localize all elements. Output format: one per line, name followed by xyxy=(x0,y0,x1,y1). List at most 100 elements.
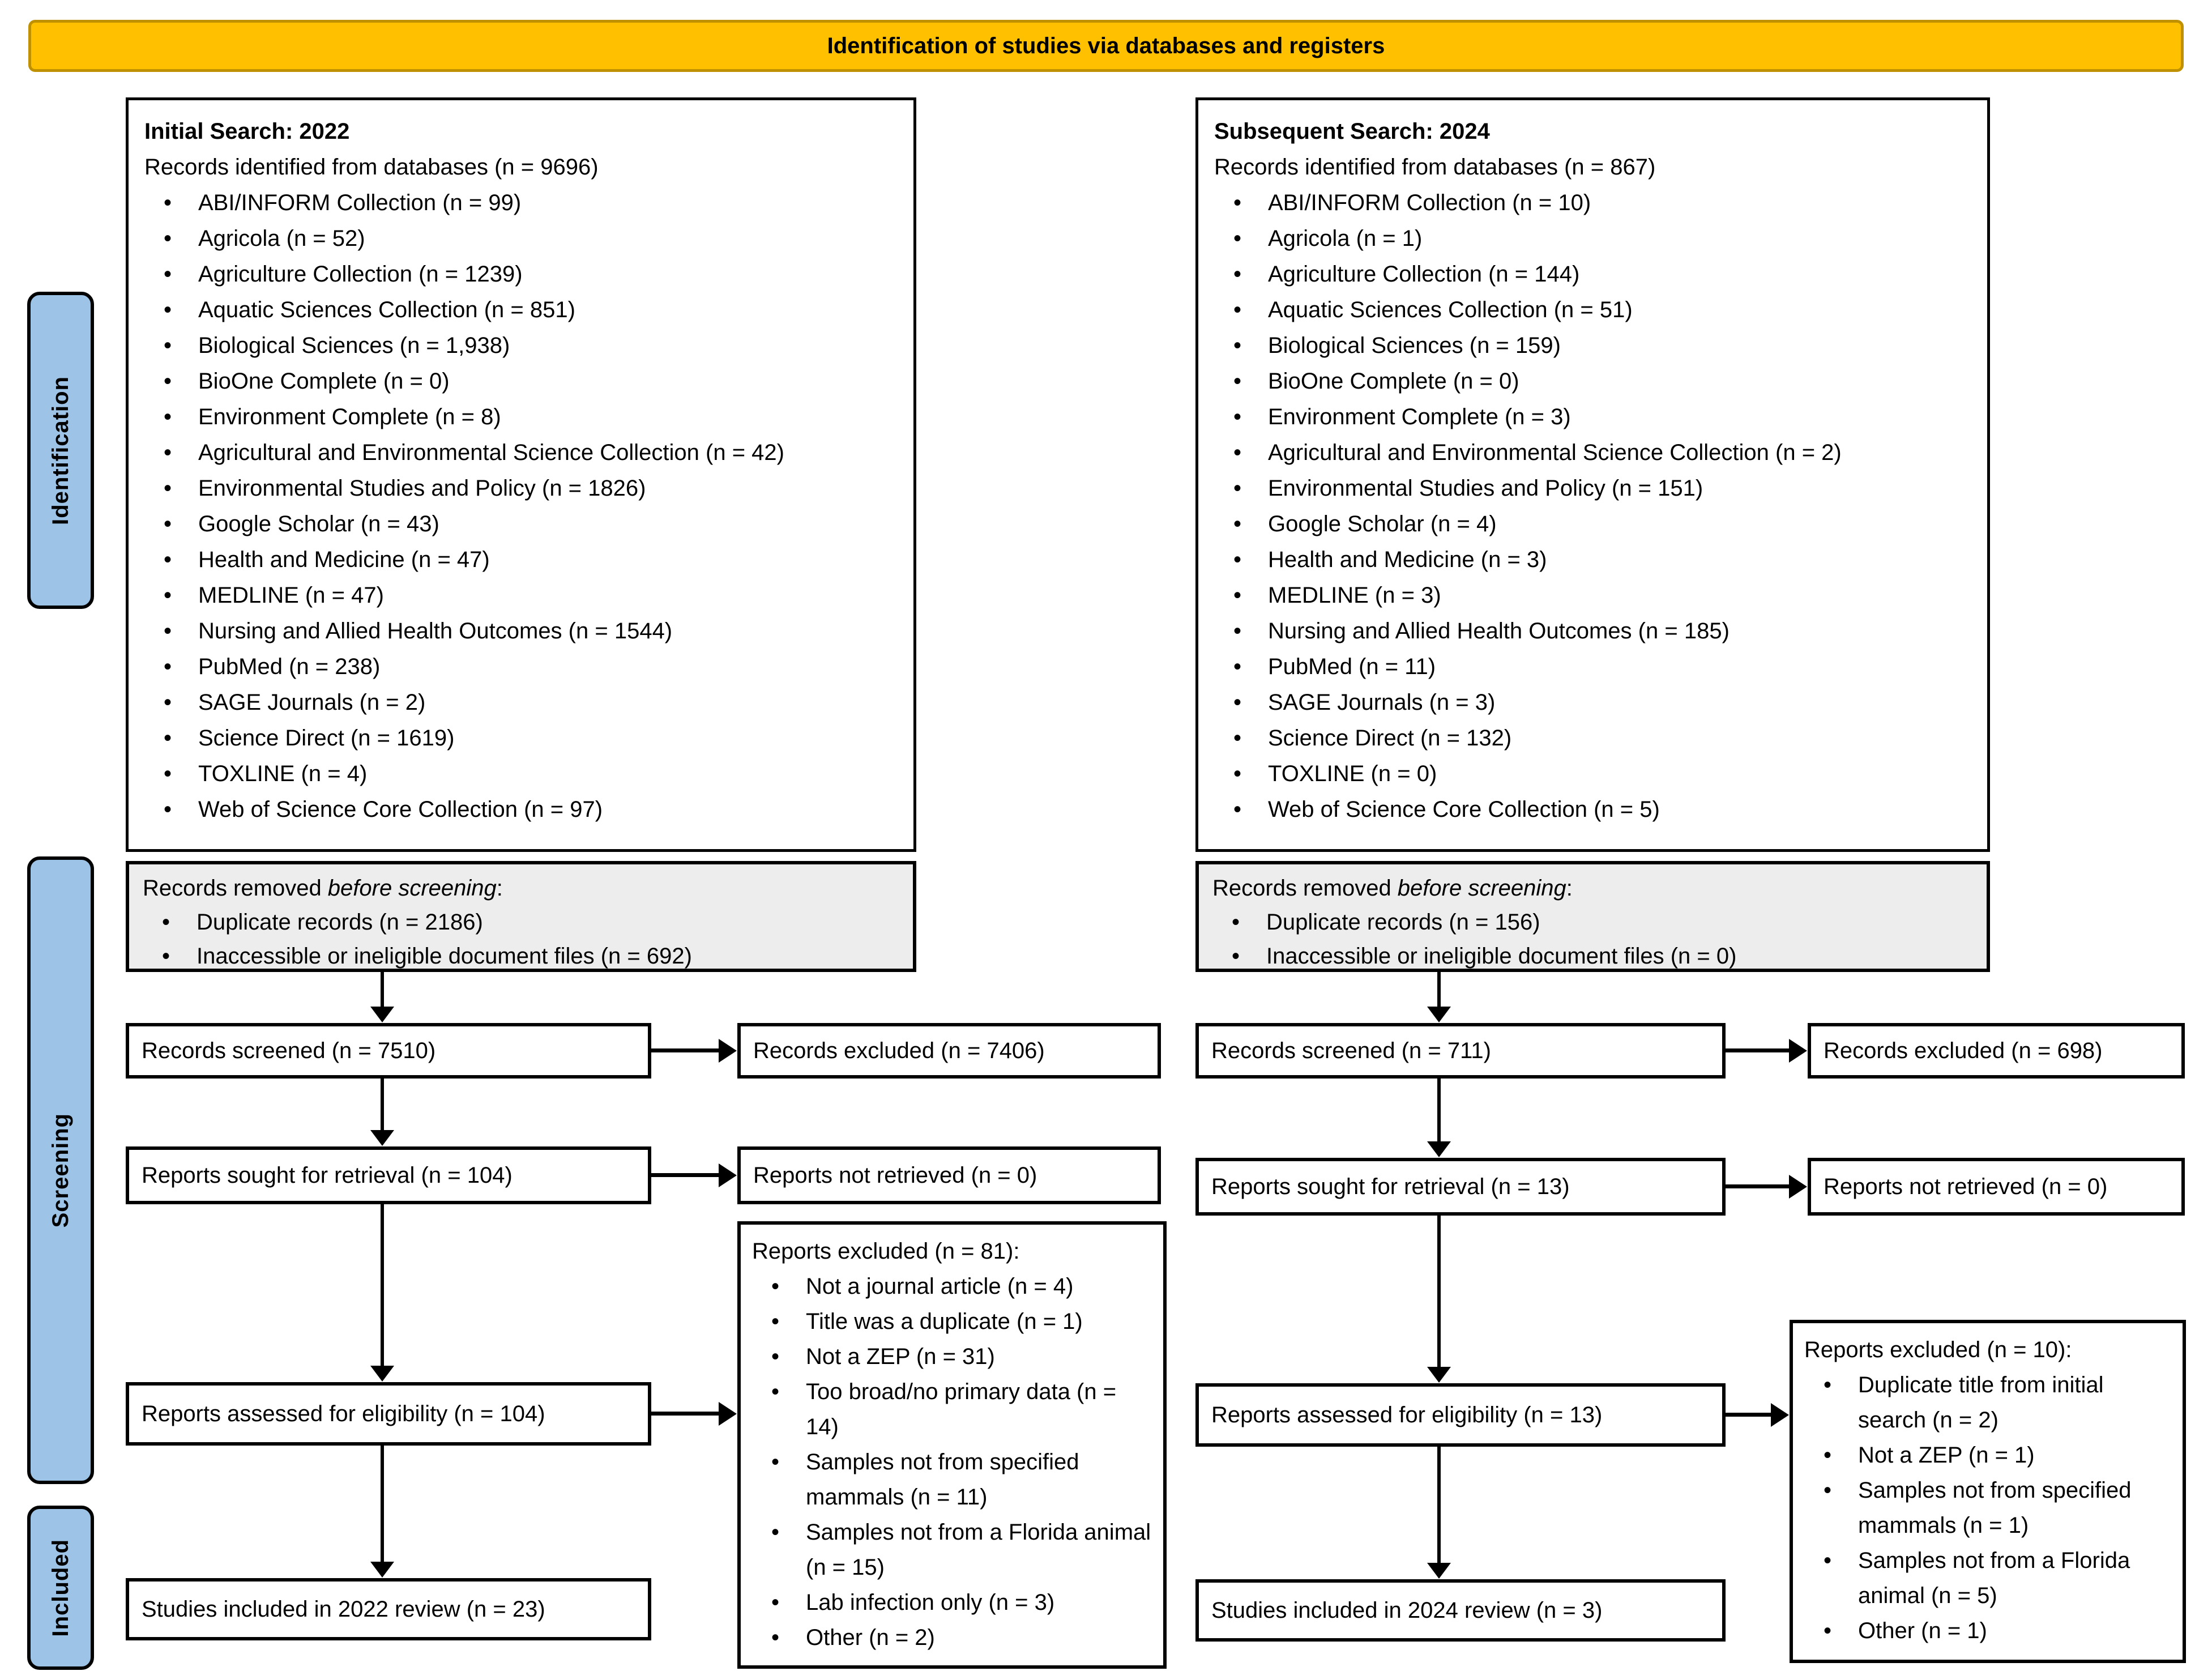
right-arrow-screened-to-excluded-2022 xyxy=(651,1048,719,1052)
list-item: Other (n = 1) xyxy=(1804,1613,2171,1648)
studies-included-text-2022: Studies included in 2022 review (n = 23) xyxy=(142,1597,545,1622)
stage-label-identification-text: Identification xyxy=(48,376,73,525)
list-item: SAGE Journals (n = 3) xyxy=(1214,685,1971,721)
list-item: Title was a duplicate (n = 1) xyxy=(752,1304,1152,1339)
list-item: Samples not from specified mammals (n = … xyxy=(752,1444,1152,1515)
list-item: Not a ZEP (n = 1) xyxy=(1804,1438,2171,1473)
list-item: Lab infection only (n = 3) xyxy=(752,1585,1152,1620)
list-item: Samples not from specified mammals (n = … xyxy=(1804,1473,2171,1543)
identified-records-box-2022: Initial Search: 2022 Records identified … xyxy=(126,97,916,852)
reports-excluded-box-2022: Reports excluded (n = 81): Not a journal… xyxy=(737,1221,1167,1669)
down-arrow-screened-to-sought-2022 xyxy=(381,1079,384,1131)
list-item: Too broad/no primary data (n = 14) xyxy=(752,1374,1152,1444)
database-source-list-2024: ABI/INFORM Collection (n = 10)Agricola (… xyxy=(1214,185,1971,828)
right-arrow-sought-to-not-retrieved-2022 xyxy=(651,1173,719,1177)
records-screened-box-2024: Records screened (n = 711) xyxy=(1195,1023,1726,1079)
records-removed-box-2024: Records removed before screening: Duplic… xyxy=(1195,861,1990,973)
down-arrow-removed-to-screened-2022 xyxy=(381,972,384,1007)
reports-excluded-box-2024: Reports excluded (n = 10): Duplicate tit… xyxy=(1790,1320,2186,1663)
list-item: Biological Sciences (n = 1,938) xyxy=(144,328,898,364)
identified-records-box-2024: Subsequent Search: 2024 Records identifi… xyxy=(1195,97,1990,852)
reports-excluded-list-2024: Duplicate title from initial search (n =… xyxy=(1804,1367,2171,1648)
list-item: Nursing and Allied Health Outcomes (n = … xyxy=(144,613,898,649)
reports-assessed-text-2024: Reports assessed for eligibility (n = 13… xyxy=(1211,1403,1603,1427)
list-item: Google Scholar (n = 4) xyxy=(1214,506,1971,542)
banner-title: Identification of studies via databases … xyxy=(827,33,1385,58)
list-item: Agricultural and Environmental Science C… xyxy=(1214,435,1971,471)
list-item: Google Scholar (n = 43) xyxy=(144,506,898,542)
list-item: PubMed (n = 238) xyxy=(144,649,898,685)
reports-not-retrieved-box-2024: Reports not retrieved (n = 0) xyxy=(1808,1158,2185,1216)
records-removed-list-2024: Duplicate records (n = 156)Inaccessible … xyxy=(1212,905,1973,973)
reports-sought-box-2024: Reports sought for retrieval (n = 13) xyxy=(1195,1158,1726,1216)
studies-included-text-2024: Studies included in 2024 review (n = 3) xyxy=(1211,1598,1603,1623)
down-arrow-removed-to-screened-2024 xyxy=(1437,972,1441,1007)
reports-not-retrieved-box-2022: Reports not retrieved (n = 0) xyxy=(737,1146,1161,1204)
reports-excluded-title-2024: Reports excluded (n = 10): xyxy=(1804,1337,2072,1362)
list-item: ABI/INFORM Collection (n = 99) xyxy=(144,185,898,221)
list-item: Agriculture Collection (n = 144) xyxy=(1214,257,1971,292)
stage-label-screening-text: Screening xyxy=(48,1112,73,1228)
reports-excluded-title-2022: Reports excluded (n = 81): xyxy=(752,1239,1020,1264)
list-item: Health and Medicine (n = 47) xyxy=(144,542,898,578)
records-removed-list-2022: Duplicate records (n = 2186)Inaccessible… xyxy=(143,905,899,973)
list-item: SAGE Journals (n = 2) xyxy=(144,685,898,721)
down-arrow-sought-to-assessed-2022 xyxy=(381,1204,384,1366)
list-item: Not a ZEP (n = 31) xyxy=(752,1339,1152,1374)
list-item: Other (n = 2) xyxy=(752,1620,1152,1655)
list-item: Biological Sciences (n = 159) xyxy=(1214,328,1971,364)
list-item: Web of Science Core Collection (n = 5) xyxy=(1214,792,1971,828)
records-screened-text-2024: Records screened (n = 711) xyxy=(1211,1038,1491,1063)
list-item: TOXLINE (n = 0) xyxy=(1214,756,1971,792)
reports-sought-text-2024: Reports sought for retrieval (n = 13) xyxy=(1211,1174,1570,1199)
records-identified-line-2024: Records identified from databases (n = 8… xyxy=(1214,155,1656,180)
records-screened-box-2022: Records screened (n = 7510) xyxy=(126,1023,651,1079)
list-item: ABI/INFORM Collection (n = 10) xyxy=(1214,185,1971,221)
reports-excluded-list-2022: Not a journal article (n = 4)Title was a… xyxy=(752,1269,1152,1655)
reports-assessed-box-2024: Reports assessed for eligibility (n = 13… xyxy=(1195,1383,1726,1447)
right-arrow-screened-to-excluded-2024 xyxy=(1726,1048,1790,1052)
list-item: Web of Science Core Collection (n = 97) xyxy=(144,792,898,828)
list-item: Aquatic Sciences Collection (n = 51) xyxy=(1214,292,1971,328)
right-arrow-assessed-to-excluded-2024 xyxy=(1726,1413,1771,1417)
list-item: PubMed (n = 11) xyxy=(1214,649,1971,685)
studies-included-box-2024: Studies included in 2024 review (n = 3) xyxy=(1195,1579,1726,1642)
records-excluded-text-2024: Records excluded (n = 698) xyxy=(1824,1038,2103,1063)
list-item: BioOne Complete (n = 0) xyxy=(144,364,898,399)
reports-not-retrieved-text-2022: Reports not retrieved (n = 0) xyxy=(753,1163,1037,1188)
list-item: Environmental Studies and Policy (n = 18… xyxy=(144,471,898,506)
reports-assessed-text-2022: Reports assessed for eligibility (n = 10… xyxy=(142,1401,545,1426)
list-item: MEDLINE (n = 47) xyxy=(144,578,898,613)
reports-sought-text-2022: Reports sought for retrieval (n = 104) xyxy=(142,1163,513,1188)
down-arrow-assessed-to-included-2024 xyxy=(1437,1447,1441,1563)
stage-label-screening: Screening xyxy=(27,856,94,1484)
list-item: Health and Medicine (n = 3) xyxy=(1214,542,1971,578)
list-item: Aquatic Sciences Collection (n = 851) xyxy=(144,292,898,328)
records-removed-title-2024: Records removed before screening: xyxy=(1212,876,1573,901)
reports-sought-box-2022: Reports sought for retrieval (n = 104) xyxy=(126,1146,651,1204)
stage-label-included: Included xyxy=(27,1506,94,1670)
records-excluded-box-2024: Records excluded (n = 698) xyxy=(1808,1023,2185,1079)
list-item: Not a journal article (n = 4) xyxy=(752,1269,1152,1304)
prisma-banner: Identification of studies via databases … xyxy=(28,20,2184,72)
records-removed-title-2022: Records removed before screening: xyxy=(143,876,503,901)
reports-not-retrieved-text-2024: Reports not retrieved (n = 0) xyxy=(1824,1174,2108,1199)
right-arrow-assessed-to-excluded-2022 xyxy=(651,1412,719,1416)
list-item: Agriculture Collection (n = 1239) xyxy=(144,257,898,292)
list-item: Agricultural and Environmental Science C… xyxy=(144,435,898,471)
list-item: Duplicate records (n = 2186) xyxy=(143,905,899,939)
list-item: Inaccessible or ineligible document file… xyxy=(1212,939,1973,973)
search-title-2024: Subsequent Search: 2024 xyxy=(1214,119,1490,144)
list-item: Environment Complete (n = 8) xyxy=(144,399,898,435)
list-item: MEDLINE (n = 3) xyxy=(1214,578,1971,613)
records-excluded-text-2022: Records excluded (n = 7406) xyxy=(753,1038,1045,1063)
list-item: BioOne Complete (n = 0) xyxy=(1214,364,1971,399)
down-arrow-assessed-to-included-2022 xyxy=(381,1446,384,1562)
stage-label-identification: Identification xyxy=(27,292,94,609)
reports-assessed-box-2022: Reports assessed for eligibility (n = 10… xyxy=(126,1382,651,1446)
database-source-list-2022: ABI/INFORM Collection (n = 99)Agricola (… xyxy=(144,185,898,828)
list-item: Environment Complete (n = 3) xyxy=(1214,399,1971,435)
list-item: Nursing and Allied Health Outcomes (n = … xyxy=(1214,613,1971,649)
list-item: Science Direct (n = 132) xyxy=(1214,721,1971,756)
